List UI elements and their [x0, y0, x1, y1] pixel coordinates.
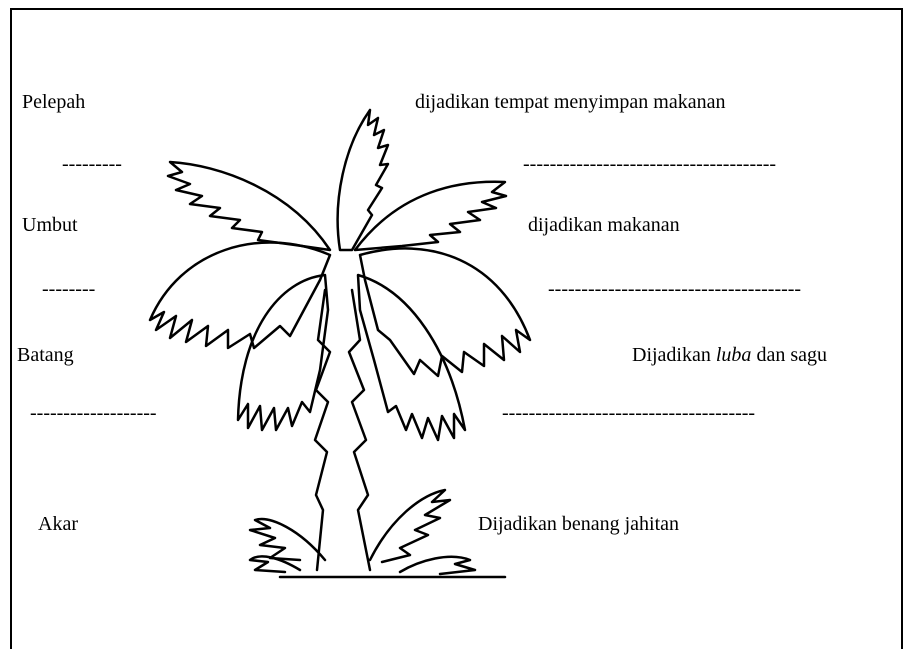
use-akar: Dijadikan benang jahitan: [478, 513, 680, 535]
use-blank-umbut: --------------------------------------: [548, 278, 802, 300]
label-batang: Batang: [17, 344, 74, 366]
use-batang-em: luba: [715, 344, 752, 366]
diagram-frame: [10, 8, 903, 649]
use-pelepah: dijadikan tempat menyimpan makanan: [415, 91, 726, 113]
palm-trunk: [313, 288, 332, 572]
frond-right: [358, 247, 532, 378]
palm-trunk-right: [347, 288, 372, 572]
frond-upper-right: [353, 180, 508, 252]
grass-right-2: [398, 555, 477, 576]
use-blank-batang: --------------------------------------: [502, 402, 756, 424]
label-umbut: Umbut: [22, 214, 78, 236]
frond-lower-right: [356, 273, 467, 442]
grass-left: [248, 517, 327, 562]
frond-lower-left: [236, 273, 330, 432]
use-umbut: dijadikan makanan: [528, 214, 680, 236]
use-batang-post: dan sagu: [751, 344, 827, 366]
frond-left: [148, 241, 332, 350]
blank-pelepah: ---------: [62, 153, 122, 175]
blank-batang: -------------------: [30, 402, 157, 424]
palm-tree-illustration: [148, 108, 532, 579]
label-pelepah: Pelepah: [22, 91, 86, 113]
frond-top: [336, 108, 390, 252]
label-akar: Akar: [38, 513, 78, 535]
use-batang: Dijadikan luba dan sagu: [632, 345, 827, 365]
grass-left-2: [248, 555, 302, 574]
grass-right: [368, 488, 452, 564]
frond-upper-left: [166, 160, 332, 252]
use-blank-pelepah: --------------------------------------: [523, 153, 777, 175]
blank-umbut: --------: [42, 278, 96, 300]
use-batang-pre: Dijadikan: [632, 344, 716, 366]
